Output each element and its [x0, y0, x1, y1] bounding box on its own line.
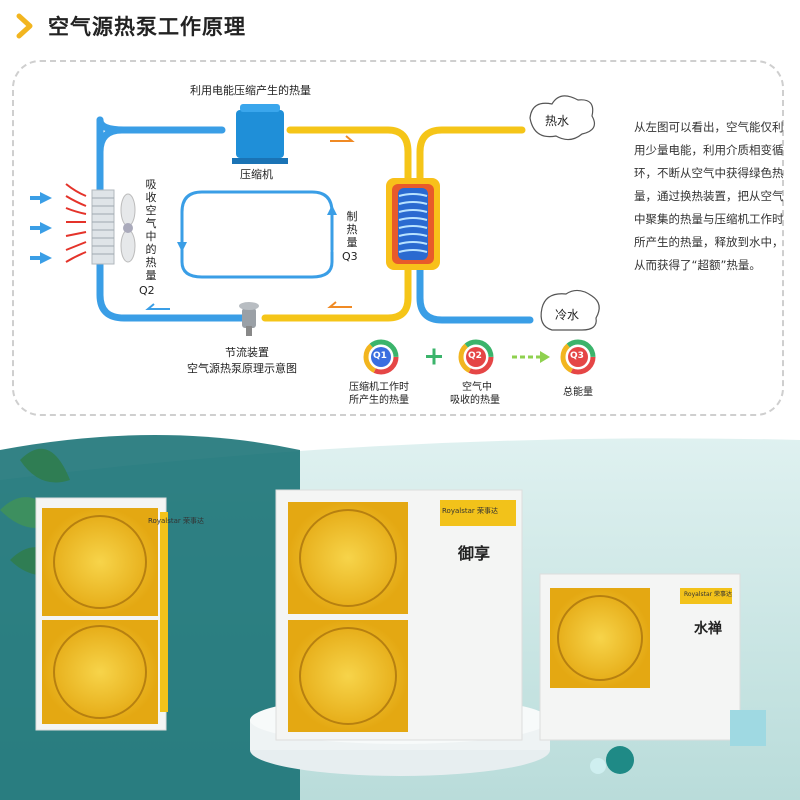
- diagram-caption: 空气源热泵原理示意图: [187, 362, 297, 375]
- q3-label: 总能量: [563, 387, 593, 398]
- unit3-brand: Royalstar 荣事达: [684, 591, 732, 598]
- compressor-label: 压缩机: [240, 168, 273, 181]
- heat-pump-diagram: [30, 95, 600, 375]
- unit2-brand: Royalstar 荣事达: [442, 507, 498, 515]
- heating-label: 制热量: [346, 210, 358, 249]
- q2-badge: Q2: [468, 351, 482, 361]
- q1-label-line2: 所产生的热量: [349, 395, 409, 406]
- product-scene: [0, 420, 800, 800]
- q2-label-line2: 吸收的热量: [450, 395, 500, 406]
- unit1-brand: Royalstar 荣事达: [148, 517, 204, 525]
- heating-q-label: Q3: [342, 250, 358, 263]
- unit3-badge: 水禅: [694, 621, 722, 637]
- unit2-badge: 御享: [458, 544, 491, 563]
- absorb-heat-label: 吸收空气中的热量: [145, 178, 157, 282]
- title-bar: 空气源热泵工作原理: [10, 8, 246, 44]
- throttle-label: 节流装置: [225, 346, 269, 359]
- chevron-right-icon: [16, 13, 33, 39]
- diagram-frame: [12, 60, 784, 416]
- absorb-q-label: Q2: [139, 284, 155, 297]
- compression-heat-label: 利用电能压缩产生的热量: [190, 84, 311, 97]
- q3-badge: Q3: [570, 351, 584, 361]
- page-title: 空气源热泵工作原理: [48, 15, 246, 39]
- cold-water-label: 冷水: [555, 308, 580, 322]
- q2-label-line1: 空气中: [462, 382, 492, 393]
- q1-badge: Q1: [373, 351, 387, 361]
- hot-water-label: 热水: [545, 114, 570, 128]
- q1-label-line1: 压缩机工作时: [349, 382, 409, 393]
- description-text: 从左图可以看出，空气能仅利用少量电能，利用介质相变循环，不断从空气中获得绿色热量…: [634, 120, 784, 272]
